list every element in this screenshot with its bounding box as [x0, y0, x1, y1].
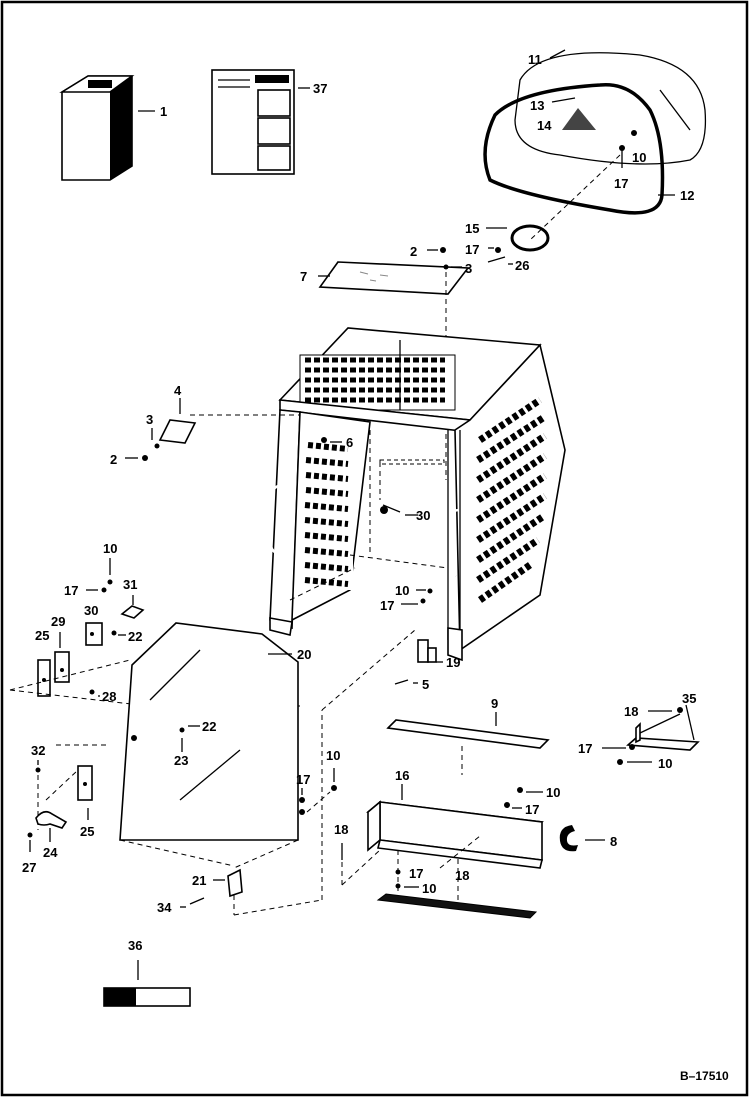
part-1-operator-manual [59, 75, 135, 181]
callout-18-left: 18 [334, 822, 348, 837]
callout-1: 1 [160, 104, 167, 119]
part-35-bracket [626, 722, 700, 751]
callout-32: 32 [31, 743, 45, 758]
callout-10-right: 10 [658, 756, 672, 771]
callout-17-under: 17 [409, 866, 423, 881]
callout-20: 20 [297, 647, 311, 662]
callout-17-mid: 17 [380, 598, 394, 613]
callout-17-bumper: 17 [525, 802, 539, 817]
callout-7: 7 [300, 269, 307, 284]
callout-28: 28 [102, 689, 116, 704]
callout-17-top: 17 [614, 176, 628, 191]
callout-17-left: 17 [64, 583, 78, 598]
cab-frame [268, 327, 566, 662]
callout-17-glass: 17 [296, 772, 310, 787]
callout-25-lower: 25 [80, 824, 94, 839]
callout-8: 8 [610, 834, 617, 849]
callout-17-right: 17 [578, 741, 592, 756]
callout-10-bumper: 10 [546, 785, 560, 800]
callout-9: 9 [491, 696, 498, 711]
part-21-bracket [227, 868, 243, 898]
callout-34: 34 [157, 900, 172, 915]
callout-17-ring: 17 [465, 242, 479, 257]
part-25-hinge-lower [77, 765, 93, 801]
part-11-window-cover [514, 52, 707, 165]
callout-35: 35 [682, 691, 696, 706]
part-4-bracket [158, 419, 197, 444]
callout-16: 16 [395, 768, 409, 783]
callout-31: 31 [123, 577, 137, 592]
callout-29: 29 [51, 614, 65, 629]
callout-36: 36 [128, 938, 142, 953]
part-8-clip [559, 825, 578, 852]
callout-21: 21 [192, 873, 206, 888]
callout-10-under: 10 [422, 881, 436, 896]
callout-3-top: 3 [465, 261, 472, 276]
callout-4: 4 [174, 383, 182, 398]
callout-10-glass: 10 [326, 748, 340, 763]
part-14-triangle-decal [562, 108, 596, 130]
callout-37: 37 [313, 81, 327, 96]
part-36-stripe-decal [103, 987, 191, 1007]
callout-24: 24 [43, 845, 58, 860]
callout-3-left: 3 [146, 412, 153, 427]
part-16-front-plate [366, 800, 544, 869]
callout-10-top: 10 [632, 150, 646, 165]
callout-25-upper: 25 [35, 628, 49, 643]
callout-22-upper: 22 [128, 629, 142, 644]
part-25-hinge-upper [37, 651, 70, 697]
part-37-decal-sheet [211, 69, 295, 175]
callout-12: 12 [680, 188, 694, 203]
callout-14: 14 [537, 118, 552, 133]
callout-19: 19 [446, 655, 460, 670]
callout-10-left: 10 [103, 541, 117, 556]
callout-30-hinge: 30 [84, 603, 98, 618]
callout-26: 26 [515, 258, 529, 273]
callout-11: 11 [528, 52, 542, 67]
callout-10-mid: 10 [395, 583, 409, 598]
callout-13: 13 [530, 98, 544, 113]
callout-23: 23 [174, 753, 188, 768]
part-7-top-plate [318, 261, 470, 295]
callout-15: 15 [465, 221, 479, 236]
figure-reference: B–17510 [680, 1069, 729, 1083]
bottom-seal-strip [376, 893, 538, 919]
callout-6: 6 [346, 435, 353, 450]
part-19-striker [417, 639, 437, 663]
part-9-weather-strip [386, 719, 550, 749]
callout-18-right: 18 [624, 704, 638, 719]
callout-2-left: 2 [110, 452, 117, 467]
callout-30-cab: 30 [416, 508, 430, 523]
part-15-ring [510, 224, 550, 252]
part-24-latch [35, 810, 68, 829]
callout-18-under: 18 [455, 868, 469, 883]
callout-22-lower: 22 [202, 719, 216, 734]
callout-2-top: 2 [410, 244, 417, 259]
callout-5: 5 [422, 677, 429, 692]
callout-27: 27 [22, 860, 36, 875]
